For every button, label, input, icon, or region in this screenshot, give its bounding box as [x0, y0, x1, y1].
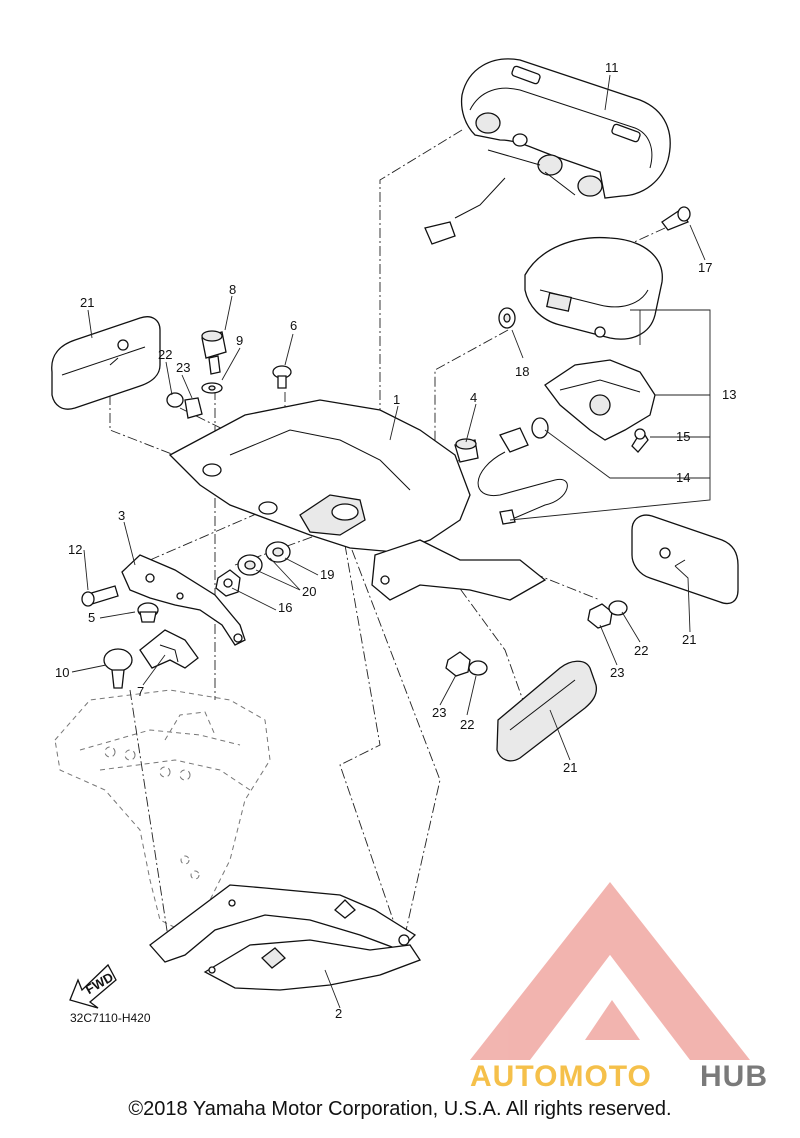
- part-16-nut: [215, 569, 241, 597]
- callout: 14: [676, 470, 690, 485]
- callout: 8: [229, 282, 236, 297]
- part-5-nut: [137, 602, 159, 623]
- part-10-rivet: [103, 648, 133, 689]
- callout: 3: [118, 508, 125, 523]
- callout: 5: [88, 610, 95, 625]
- automotohub-logo: [470, 882, 750, 1060]
- callout: 12: [68, 542, 82, 557]
- part-1-bracket: [168, 399, 547, 601]
- callout: 13: [722, 387, 736, 402]
- callout: 21: [682, 632, 696, 647]
- callout: 21: [563, 760, 577, 775]
- part-21-reflector-lower: [496, 660, 598, 762]
- callout: 11: [605, 60, 619, 75]
- leader-lines: [71, 74, 711, 1009]
- callout: 20: [302, 584, 316, 599]
- callout: 16: [278, 600, 292, 615]
- callout: 23: [432, 705, 446, 720]
- callouts: 11 17 18 13 15 14 21 8 9 6 22 23 1 4 3 1…: [55, 60, 736, 1021]
- callout: 23: [610, 665, 624, 680]
- part-21-reflector-left: [51, 316, 161, 410]
- part-18-grommet: [498, 307, 516, 329]
- callout: 17: [698, 260, 712, 275]
- reference-lines: [109, 129, 666, 951]
- part-13-license-light: [524, 236, 663, 340]
- callout: 9: [236, 333, 243, 348]
- part-22-23-lower: [445, 651, 488, 677]
- fwd-arrow-icon: FWD: [69, 963, 117, 1009]
- part-22-23-upper: [166, 392, 203, 419]
- part-14-socket: [477, 417, 568, 525]
- part-15-screw: [631, 428, 649, 453]
- part-6-clip: [272, 365, 292, 389]
- part-19-grommet: [265, 541, 291, 563]
- license-bracket: [544, 359, 656, 441]
- callout: 22: [634, 643, 648, 658]
- callout: 2: [335, 1006, 342, 1021]
- wordmark-right: HUB: [700, 1060, 768, 1093]
- diagram-code: 32C7110-H420: [70, 1011, 151, 1025]
- callout: 15: [676, 429, 690, 444]
- callout: 23: [176, 360, 190, 375]
- callout: 22: [460, 717, 474, 732]
- callout: 7: [137, 684, 144, 699]
- part-4-bolt: [454, 438, 479, 463]
- callout: 10: [55, 665, 69, 680]
- part-11-tail-light: [424, 58, 671, 245]
- copyright-notice: ©2018 Yamaha Motor Corporation, U.S.A. A…: [128, 1098, 672, 1120]
- part-21-reflector-right: [631, 514, 739, 605]
- part-7-clamp: [139, 629, 199, 669]
- part-22-23-right: [587, 600, 628, 629]
- wordmark-left: AUTOMOTO: [470, 1060, 652, 1093]
- callout: 1: [393, 392, 400, 407]
- part-2-fender: [149, 884, 421, 991]
- callout: 18: [515, 364, 529, 379]
- automotohub-wordmark: AUTOMOTO HUB: [470, 1060, 768, 1093]
- part-17-screw: [661, 206, 691, 231]
- part-9-washer: [201, 382, 223, 394]
- callout: 19: [320, 567, 334, 582]
- callout: 22: [158, 347, 172, 362]
- callout: 21: [80, 295, 94, 310]
- callout: 6: [290, 318, 297, 333]
- frame-outline: [54, 689, 271, 931]
- callout: 4: [470, 390, 477, 405]
- part-3-plate: [121, 554, 246, 646]
- part-12-screw: [81, 585, 119, 607]
- part-20-collar: [237, 554, 263, 576]
- part-8-bolt: [201, 330, 227, 375]
